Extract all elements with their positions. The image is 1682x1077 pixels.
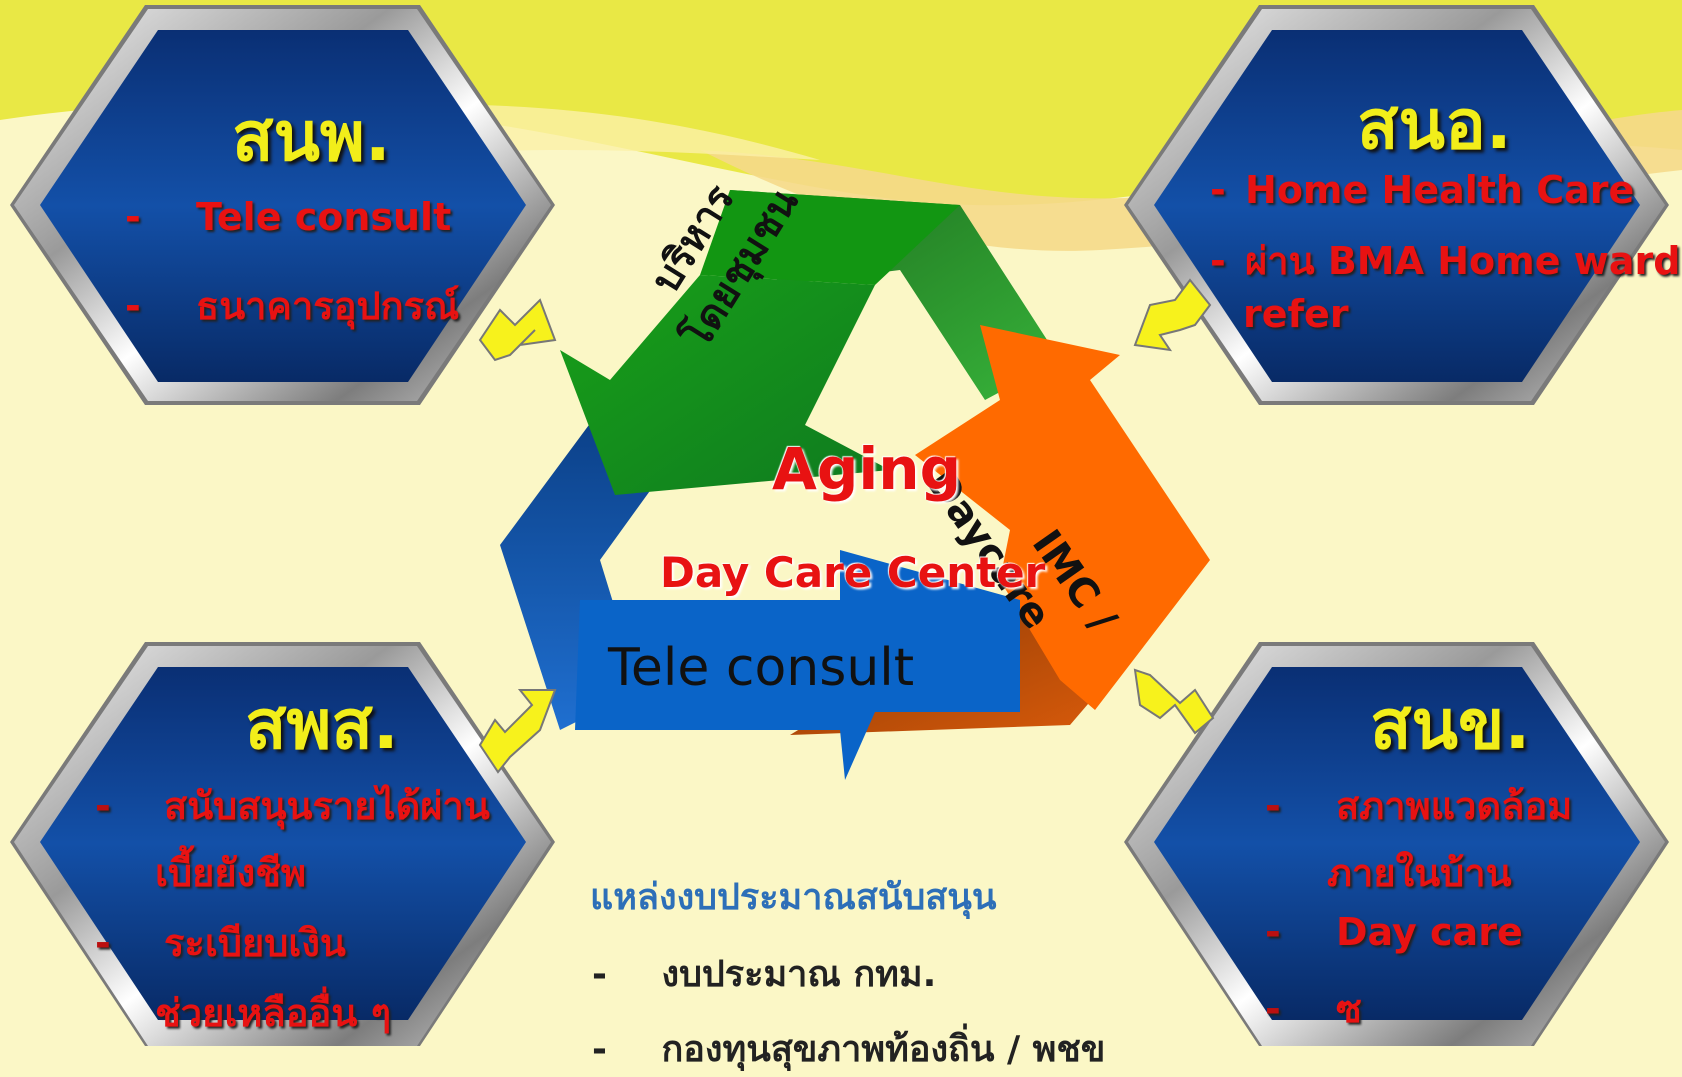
- bullet-dash: -: [592, 954, 607, 995]
- budget-item-label: งบประมาณ กทม.: [661, 954, 937, 995]
- bullet-dash: -: [1210, 168, 1226, 212]
- hex-item-label: Day care: [1336, 910, 1523, 954]
- hex-bottom-right-title: สนข.: [1370, 686, 1531, 765]
- hex-top-left-item: - ธนาคารอุปกรณ์: [125, 275, 459, 336]
- hex-bottom-right-item: - Day care: [1265, 910, 1523, 954]
- budget-item: - กองทุนสุขภาพท้องถิ่น / พชข: [592, 1020, 1105, 1077]
- hexagon-top-right: [1124, 5, 1669, 405]
- bullet-dash: -: [1265, 987, 1281, 1031]
- bullet-dash: -: [592, 1029, 607, 1070]
- hex-top-left-title: สนพ.: [232, 98, 391, 177]
- hex-bottom-left-item: - ระเบียบเงิน: [95, 912, 346, 973]
- hex-item-label: Home Health Care: [1245, 168, 1635, 212]
- connector-arrows: [478, 278, 1215, 774]
- hex-top-right-item: - ผ่าน BMA Home ward: [1210, 230, 1680, 291]
- hex-bottom-left-item: ช่วยเหลืออื่น ๆ: [155, 991, 391, 1035]
- hexagon-top-left: [10, 5, 555, 405]
- bullet-dash: -: [1265, 910, 1281, 954]
- hex-bottom-right-item: ภายในบ้าน: [1327, 851, 1512, 895]
- hex-item-label: ผ่าน BMA Home ward: [1245, 239, 1681, 283]
- hex-item-label: ซ: [1336, 987, 1362, 1031]
- hex-item-label: สภาพแวดล้อม: [1336, 784, 1573, 828]
- budget-item: - งบประมาณ กทม.: [592, 945, 936, 1002]
- hex-item-label: ธนาคารอุปกรณ์: [196, 284, 460, 328]
- background-canvas: [0, 0, 1682, 1046]
- hex-bottom-left-item: - สนับสนุนรายได้ผ่าน: [95, 775, 490, 836]
- bullet-dash: -: [125, 195, 141, 239]
- bullet-dash: -: [1210, 239, 1226, 283]
- hex-top-right-item: - Home Health Care: [1210, 168, 1634, 212]
- hex-item-label: Tele consult: [196, 195, 452, 239]
- bullet-dash: -: [125, 284, 141, 328]
- hex-bottom-right-item: - สภาพแวดล้อม: [1265, 775, 1572, 836]
- bullet-dash: -: [95, 784, 111, 828]
- hex-top-right-item: refer: [1243, 292, 1349, 336]
- hex-top-left-item: - Tele consult: [125, 195, 451, 239]
- budget-title: แหล่งงบประมาณสนับสนุน: [590, 877, 997, 918]
- blue-arrow-label: Tele consult: [608, 638, 915, 698]
- hex-bottom-left-title: สพส.: [245, 686, 399, 765]
- center-title: Aging: [772, 435, 962, 503]
- hex-bottom-left-item: เบี้ยยังชีพ: [155, 851, 307, 895]
- hex-top-right-title: สนอ.: [1357, 86, 1512, 165]
- hex-item-label: ระเบียบเงิน: [164, 921, 346, 965]
- center-subtitle: Day Care Center: [660, 548, 1046, 597]
- bullet-dash: -: [95, 921, 111, 965]
- hex-item-label: สนับสนุนรายได้ผ่าน: [164, 784, 490, 828]
- hexagon-bottom-right: [1124, 642, 1669, 1046]
- bullet-dash: -: [1265, 784, 1281, 828]
- cycle-arrows: [500, 190, 1210, 780]
- hexagon-bottom-left: [10, 642, 555, 1046]
- hex-bottom-right-item: - ซ: [1265, 978, 1362, 1039]
- budget-item-label: กองทุนสุขภาพท้องถิ่น / พชข: [661, 1029, 1106, 1070]
